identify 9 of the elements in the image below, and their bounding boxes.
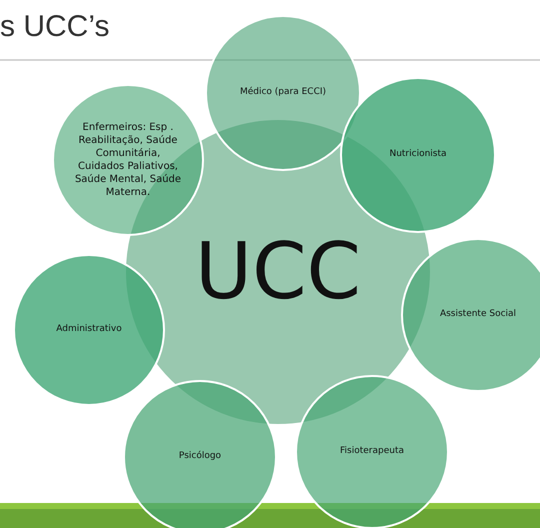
- role-label: Enfermeiros: Esp . Reabilitação, Saúde Comunitária, Cuidados Paliativos, Saúde Mental, Saúde Materna.: [74, 121, 182, 199]
- role-label: Psicólogo: [178, 451, 222, 463]
- role-label: Médico (para ECCI): [240, 87, 326, 99]
- role-label: Nutricionista: [389, 149, 447, 161]
- role-label: Assistente Social: [440, 309, 516, 321]
- slide-title: s UCC’s: [0, 10, 110, 44]
- role-label: Fisioterapeuta: [340, 446, 404, 458]
- center-label: UCC: [194, 233, 362, 311]
- role-label: Administrativo: [56, 324, 122, 336]
